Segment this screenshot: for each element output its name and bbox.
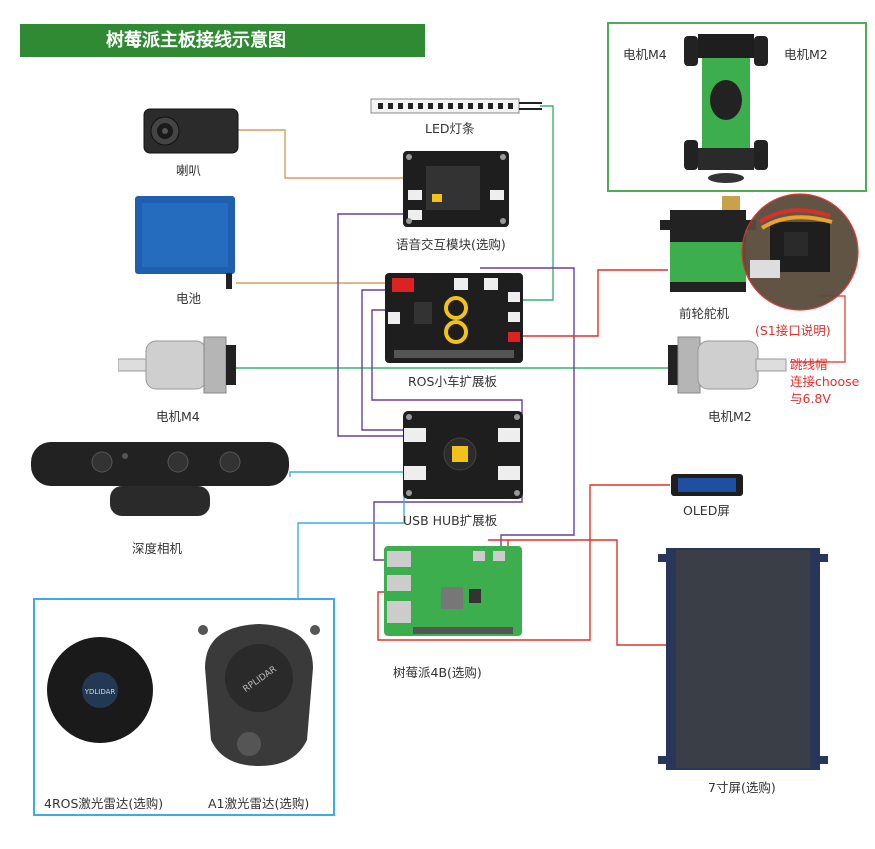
oled-wire [377, 484, 670, 641]
oled-label: OLED屏 [683, 503, 730, 518]
seven-inch-screen-label: 7寸屏(选购) [708, 780, 776, 795]
led-wire [522, 105, 554, 301]
car-image [684, 34, 768, 183]
led-strip-image [370, 98, 542, 114]
voice-usb-wire [337, 213, 404, 437]
speaker-wire [238, 129, 404, 179]
battery-label: 电池 [176, 291, 202, 306]
ros-usb-wire [361, 289, 404, 431]
depth-camera-image [31, 442, 289, 516]
battery-image [135, 196, 235, 289]
car-m4-label: 电机M4 [623, 47, 667, 62]
jumper-note-line2: 连接choose [790, 374, 860, 389]
servo-label: 前轮舵机 [679, 306, 730, 321]
motor-m4-image [118, 336, 236, 394]
oled-image [671, 474, 743, 496]
depth-camera-label: 深度相机 [132, 541, 183, 556]
motor-m4-label: 电机M4 [156, 409, 200, 424]
motor-m2-image [668, 336, 787, 394]
page-title: 树莓派主板接线示意图 [20, 24, 425, 57]
lidar-wire [297, 490, 405, 598]
speaker-image [143, 108, 239, 154]
seven-inch-screen-image [658, 548, 828, 770]
jumper-note-line3: 与6.8V [790, 391, 831, 406]
usb-hub-label: USB HUB扩展板 [403, 513, 498, 528]
raspberry-pi-image [384, 546, 522, 636]
speaker-label: 喇叭 [176, 163, 202, 178]
voice-module-image [403, 151, 509, 227]
servo-image [660, 196, 756, 292]
servo-zoom-image [741, 193, 859, 311]
usb-hub-image [403, 411, 523, 499]
lidar-frame [33, 598, 335, 816]
camera-wire [289, 471, 404, 477]
car-frame [607, 22, 867, 192]
led-strip-label: LED灯条 [425, 121, 475, 136]
jumper-note-line1: 跳线帽 [790, 357, 828, 372]
raspberry-pi-label: 树莓派4B(选购) [393, 665, 482, 680]
ros-board-label: ROS小车扩展板 [408, 374, 497, 389]
servo-wire [520, 269, 668, 337]
lidar-4ros-label: 4ROS激光雷达(选购) [44, 796, 164, 811]
lidar-a1-label: A1激光雷达(选购) [208, 796, 310, 811]
screen-wire-1 [488, 539, 672, 646]
ros-board-image [385, 273, 523, 363]
lidar-4ros-image: YDLIDAR [47, 637, 153, 743]
s1-note: (S1接口说明) [755, 323, 831, 338]
motor-m2-label: 电机M2 [708, 409, 752, 424]
lidar-a1-image: RPLIDAR [198, 624, 320, 766]
lidar-4ros-logo: YDLIDAR [84, 688, 116, 696]
car-m2-label: 电机M2 [784, 47, 828, 62]
voice-module-label: 语音交互模块(选购) [396, 237, 506, 252]
